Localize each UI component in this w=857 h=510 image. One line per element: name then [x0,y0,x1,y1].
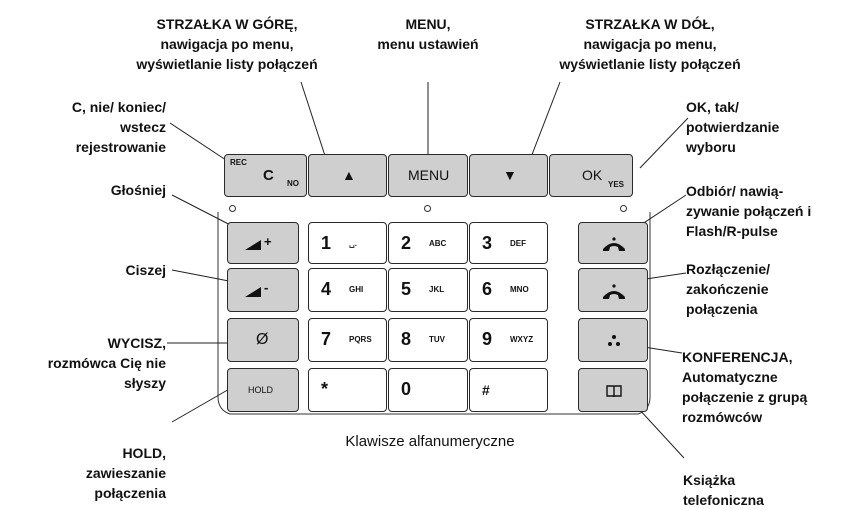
letters-label: ABC [429,239,447,248]
callout-volume-down: Ciszej [125,262,166,278]
digit-key-*[interactable]: * [308,368,387,412]
callout-alphanumeric: Klawisze alfanumeryczne [345,433,515,450]
digit-key-1[interactable]: 1 ␣. [308,222,387,264]
c-label: C [263,167,274,184]
down-arrow-key[interactable]: ▼ [469,154,548,197]
up-arrow-key[interactable]: ▲ [308,154,387,197]
volume-up-key[interactable]: + [227,222,299,264]
letters-label: TUV [429,335,445,344]
digit-label: 6 [482,279,493,299]
offhook-handset-icon [603,237,625,251]
digit-key-3[interactable]: 3 DEF [469,222,548,264]
digit-label: 4 [321,279,332,299]
digit-label: 8 [401,329,412,349]
callout-up-arrow: STRZAŁKA W GÓRĘ,nawigacja po menu,wyświe… [136,16,318,72]
offhook-key[interactable] [578,222,648,264]
minus-sign: - [264,280,269,295]
yes-label: YES [608,180,625,189]
volume-up-icon [245,240,261,250]
letters-label: DEF [510,239,526,248]
digit-label: 5 [401,279,412,299]
menu-label: MENU [408,167,450,183]
rec-label: REC [230,158,247,167]
digit-label: # [482,382,490,398]
no-label: NO [287,179,299,188]
phonebook-icon [606,385,622,397]
mute-icon: Ø [256,331,269,348]
mute-key[interactable]: Ø [227,318,299,362]
up-arrow-icon: ▲ [342,167,356,183]
callout-volume-up: Głośniej [110,182,166,198]
letters-label: ␣. [349,239,357,248]
digit-label: 9 [482,329,493,349]
digit-key-4[interactable]: 4 GHI [308,268,387,312]
phonebook-key[interactable] [578,368,648,412]
hold-label: HOLD [248,385,274,395]
digit-key-0[interactable]: 0 [388,368,468,412]
letters-label: JKL [429,285,445,294]
letters-label: WXYZ [510,335,534,344]
conference-key[interactable] [578,318,648,362]
plus-sign: + [264,234,272,249]
digit-label: 3 [482,233,493,253]
digit-label: * [321,379,329,399]
digit-key-8[interactable]: 8 TUV [388,318,468,362]
menu-key[interactable]: MENU [388,154,468,197]
letters-label: GHI [349,285,364,294]
callout-menu: MENU,menu ustawień [377,16,479,52]
down-arrow-icon: ▼ [503,167,517,183]
c-key[interactable]: REC C NO [224,154,307,197]
hold-key[interactable]: HOLD [227,368,299,412]
callout-down-arrow: STRZAŁKA W DÓŁ,nawigacja po menu,wyświet… [559,16,741,72]
onhook-handset-icon [603,284,625,299]
digit-label: 1 [321,233,332,253]
digit-key-2[interactable]: 2 ABC [388,222,468,264]
letters-label: MNO [510,285,529,294]
letters-label: PQRS [349,335,372,344]
conference-icon [608,335,620,346]
digit-key-9[interactable]: 9 WXYZ [469,318,548,362]
digit-key-7[interactable]: 7 PQRS [308,318,387,362]
volume-down-key[interactable]: - [227,268,299,312]
ok-key[interactable]: OK YES [549,154,633,197]
indicator-dot [229,205,236,212]
indicator-dot [424,205,431,212]
digit-label: 0 [401,379,412,399]
digit-key-6[interactable]: 6 MNO [469,268,548,312]
volume-down-icon [245,287,261,297]
onhook-key[interactable] [578,268,648,312]
digit-label: 2 [401,233,412,253]
digit-key-#[interactable]: # [469,368,548,412]
digit-key-5[interactable]: 5 JKL [388,268,468,312]
indicator-dot [620,205,627,212]
digit-label: 7 [321,329,332,349]
ok-label: OK [582,167,603,183]
